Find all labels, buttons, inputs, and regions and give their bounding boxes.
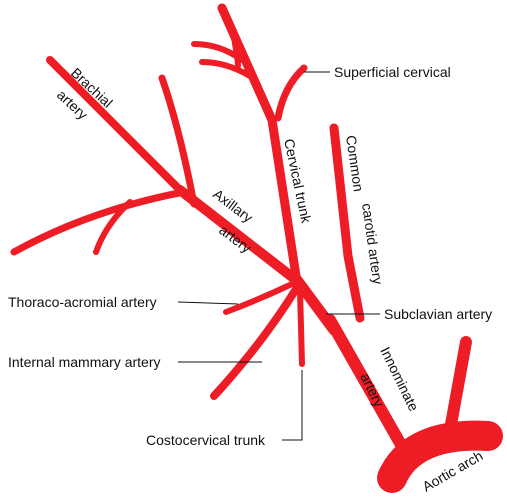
label-common-carotid-line2: carotid artery	[359, 202, 386, 285]
cervical-trunk-vessel	[217, 3, 301, 281]
labels: Brachial artery Axillary artery Cervical…	[8, 64, 492, 495]
cervical-branch-left-upper	[191, 41, 245, 63]
label-thoraco-acromial-artery: Thoraco-acromial artery	[8, 294, 157, 310]
leader-lines	[177, 71, 380, 441]
label-superficial-cervical: Superficial cervical	[334, 64, 451, 80]
axillary-lower-branch	[10, 188, 188, 256]
costocervical-trunk-vessel	[297, 287, 305, 367]
costocervical-leader	[282, 370, 303, 441]
axillary-artery-vessel	[175, 185, 301, 285]
internal-mammary-vessel	[210, 282, 302, 400]
superficial-cervical-vessel	[274, 64, 308, 122]
innominate-artery-vessel	[324, 314, 410, 456]
axillary-lower-sub-branch	[93, 199, 133, 255]
brachial-artery-vessel	[46, 56, 186, 196]
axillary-upper-branch	[158, 74, 198, 208]
label-subclavian-artery: Subclavian artery	[384, 306, 492, 322]
label-costocervical-trunk: Costocervical trunk	[146, 432, 266, 448]
label-common-carotid-line1: Common	[343, 134, 367, 192]
common-carotid-artery-vessel	[329, 123, 365, 323]
thoraco-acromial-leader	[177, 301, 239, 305]
label-internal-mammary-artery: Internal mammary artery	[8, 354, 160, 370]
aortic-arch-upper-branch	[444, 336, 472, 436]
aortic-arch-vessel	[377, 420, 503, 493]
label-innominate-artery-line2: artery	[357, 370, 387, 409]
vessels	[10, 3, 503, 493]
cervical-branch-left-lower	[199, 59, 253, 79]
thoraco-acromial-vessel	[223, 281, 295, 315]
